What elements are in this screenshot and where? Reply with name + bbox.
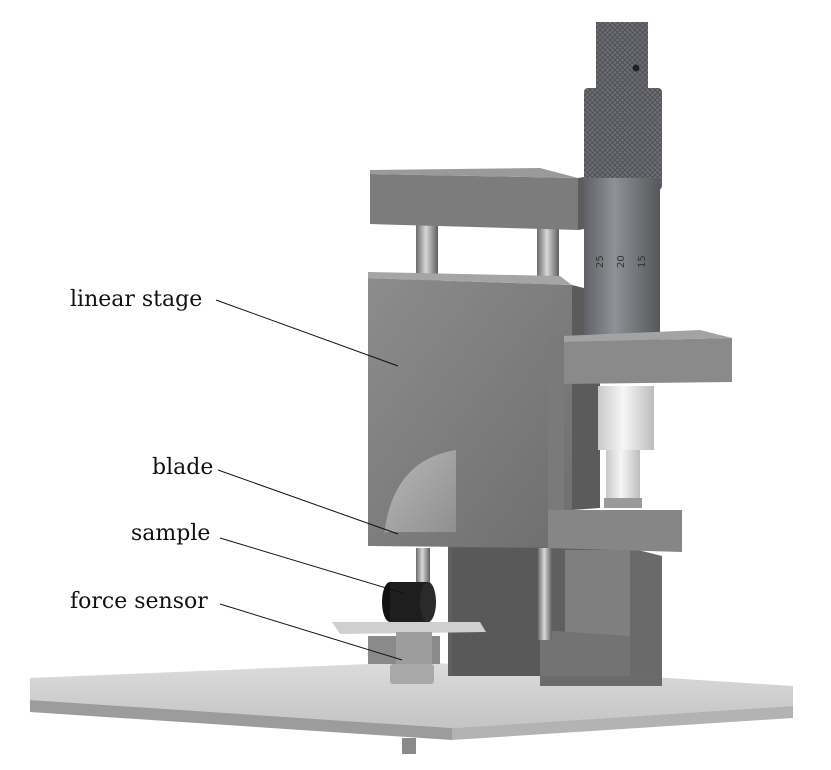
- label-linear-stage: linear stage: [70, 287, 202, 312]
- leader-force-sensor: [219, 603, 403, 661]
- sample-platform: [332, 622, 486, 634]
- spindle: [598, 386, 654, 508]
- label-force-sensor: force sensor: [70, 589, 208, 614]
- force-sensor-assembly: [332, 622, 486, 684]
- scale-tick-15: 15: [637, 255, 648, 268]
- micrometer-barrel: [584, 178, 660, 344]
- label-blade: blade: [152, 455, 213, 480]
- label-sample: sample: [131, 521, 210, 546]
- scale-tick-20: 20: [616, 255, 627, 268]
- micrometer-thimble-knurl: [584, 88, 662, 190]
- micrometer-ratchet-knurl: [596, 22, 648, 100]
- leader-linear-stage: [215, 299, 399, 367]
- leader-blade: [217, 469, 399, 535]
- blade-shape: [384, 450, 456, 536]
- leader-sample: [219, 537, 407, 595]
- top-block: [370, 168, 590, 230]
- sensor-connector: [402, 738, 416, 754]
- micrometer: 25 20 15: [584, 22, 662, 344]
- scale-tick-25: 25: [595, 255, 606, 268]
- ratchet-hole: [632, 64, 640, 72]
- frame: [448, 545, 662, 686]
- sample-cylinder: [382, 582, 436, 622]
- micrometer-bracket: [548, 330, 732, 510]
